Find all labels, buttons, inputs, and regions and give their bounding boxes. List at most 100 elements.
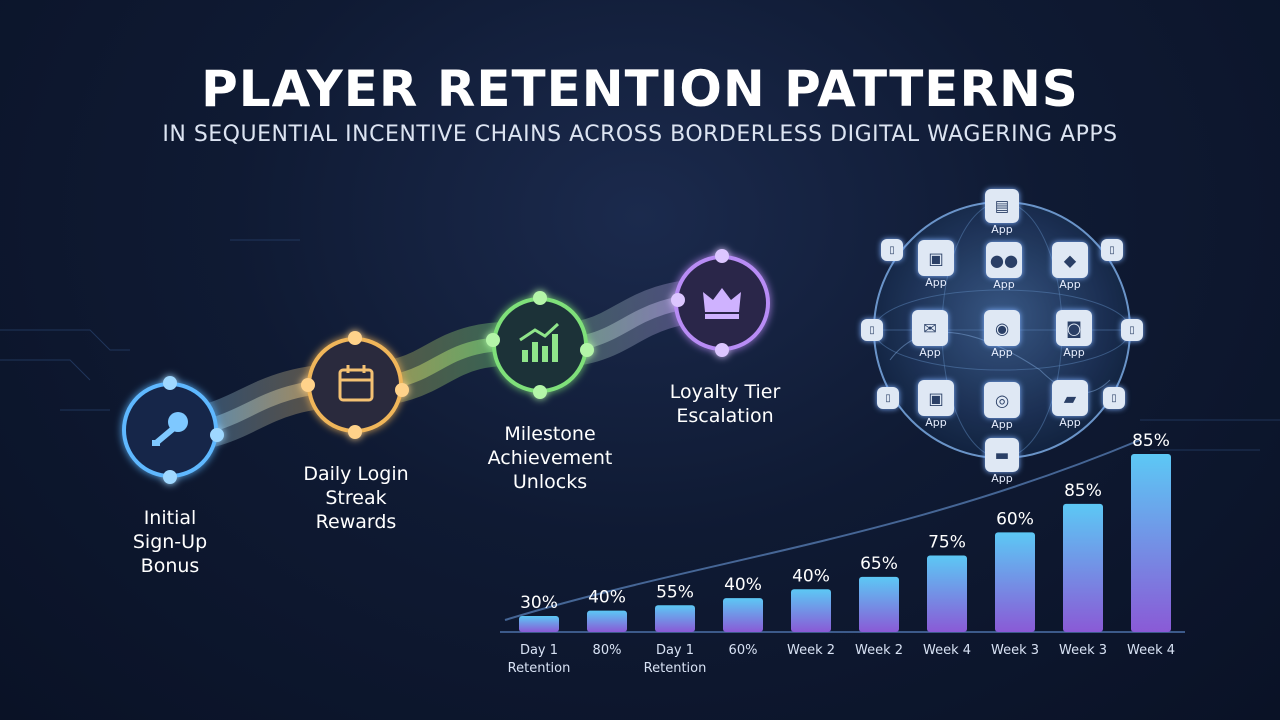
step-node-daily-login: [301, 331, 409, 439]
circuit-lines: [0, 239, 1280, 451]
bank-icon: ▬: [994, 446, 1010, 464]
app-tile: ◉: [984, 310, 1020, 346]
bar: [723, 598, 763, 632]
step-label-line: Unlocks: [512, 471, 588, 493]
calendar-icon: [338, 365, 374, 402]
tablet-icon: ▯: [1129, 324, 1135, 336]
tablet-icon: ▯: [1109, 244, 1115, 256]
bar: [587, 610, 627, 632]
bar: [791, 589, 831, 632]
bar-data-label: 65%: [860, 554, 898, 574]
x-tick-label: Day 1: [656, 643, 694, 658]
bar-data-label: 40%: [792, 566, 830, 586]
app-tile-label: App: [925, 276, 947, 289]
app-tile: ▯: [861, 319, 883, 341]
users-icon: ●●: [989, 250, 1019, 270]
tablet-icon: ▯: [1111, 392, 1117, 404]
bar-data-label: 60%: [996, 509, 1034, 529]
folder-icon: ▰: [1063, 388, 1077, 408]
bar: [927, 555, 967, 632]
app-tile: ▯: [881, 239, 903, 261]
app-tile: ◙: [1056, 310, 1092, 346]
step-label-daily-login: Daily Login Streak Rewards: [286, 462, 426, 534]
step-label-line: Daily Login: [303, 463, 409, 485]
x-tick-label: Week 4: [1127, 643, 1175, 658]
step-label-line: Loyalty Tier: [669, 381, 781, 403]
step-label-loyalty: Loyalty Tier Escalation: [650, 380, 800, 428]
app-tile: ▣: [918, 380, 954, 416]
step-label-line: Bonus: [140, 555, 200, 577]
bar: [519, 615, 559, 632]
x-tick-label: Retention: [644, 661, 707, 676]
bar-data-label: 85%: [1132, 431, 1170, 451]
bar-data-label: 40%: [588, 588, 626, 608]
app-tile-label: App: [993, 278, 1015, 291]
app-tile-label: App: [925, 416, 947, 429]
bar: [995, 532, 1035, 632]
step-label-line: Streak: [325, 487, 387, 509]
x-tick-label: Retention: [508, 661, 571, 676]
app-tile: ◎: [984, 382, 1020, 418]
crown-icon: [703, 288, 741, 319]
app-tile: ▯: [1103, 387, 1125, 409]
app-tile: ▰: [1052, 380, 1088, 416]
bar-data-label: 75%: [928, 532, 966, 552]
growth-chart-icon: [519, 322, 560, 362]
step-label-milestone: Milestone Achievement Unlocks: [460, 422, 640, 494]
bar: [655, 605, 695, 632]
app-tile: ▯: [1121, 319, 1143, 341]
app-tile: ▣: [918, 240, 954, 276]
bar-data-label: 40%: [724, 575, 762, 595]
x-tick-label: Week 3: [1059, 643, 1107, 658]
app-tile: ▬: [985, 438, 1019, 472]
chat-icon: ◆: [1063, 250, 1077, 270]
id-card-icon: ▣: [928, 388, 944, 408]
tablet-icon: ▯: [889, 244, 895, 256]
bar-data-label: 30%: [520, 593, 558, 613]
bar: [1131, 454, 1171, 632]
bar: [859, 576, 899, 632]
app-tile-label: App: [991, 346, 1013, 359]
compass-icon: ◎: [994, 390, 1010, 410]
app-tile: ▯: [1101, 239, 1123, 261]
step-node-milestone: [486, 291, 594, 399]
key-icon: [152, 412, 188, 446]
app-tile: ▯: [877, 387, 899, 409]
bar-data-label: 55%: [656, 582, 694, 602]
step-label-line: Sign-Up: [132, 531, 208, 553]
tablet-icon: ▯: [869, 324, 875, 336]
x-tick-label: 80%: [593, 643, 622, 658]
app-tile-label: App: [1063, 346, 1085, 359]
page-subtitle: IN SEQUENTIAL INCENTIVE CHAINS ACROSS BO…: [162, 122, 1118, 147]
app-tile-label: App: [1059, 278, 1081, 291]
profile-icon: ◉: [994, 318, 1010, 338]
x-tick-label: 60%: [729, 643, 758, 658]
x-tick-label: Week 2: [787, 643, 835, 658]
app-tile: ●●: [986, 242, 1022, 278]
x-tick-label: Week 4: [923, 643, 971, 658]
x-tick-label: Week 3: [991, 643, 1039, 658]
step-label-line: Escalation: [676, 405, 774, 427]
id-card-icon: ▣: [928, 248, 944, 268]
camera-icon: ◙: [1066, 318, 1082, 338]
step-label-line: Rewards: [315, 511, 397, 533]
app-tile: ▤: [985, 189, 1019, 223]
app-tile: ✉: [912, 310, 948, 346]
step-label-line: Initial: [143, 507, 197, 529]
app-tile-label: App: [919, 346, 941, 359]
page-title: PLAYER RETENTION PATTERNS: [201, 60, 1079, 118]
tablet-icon: ▯: [885, 392, 891, 404]
store-icon: ▤: [994, 197, 1010, 215]
app-tile-label: App: [1059, 416, 1081, 429]
step-label-line: Achievement: [487, 447, 613, 469]
x-tick-label: Day 1: [520, 643, 558, 658]
app-tile-label: App: [991, 418, 1013, 431]
bar-data-label: 85%: [1064, 481, 1102, 501]
retention-bar-chart: 30% Day 1 Retention 40% 80% 55% Day 1 Retention…: [508, 431, 1175, 676]
mail-icon: ✉: [923, 318, 937, 338]
app-tile-label: App: [991, 223, 1013, 236]
step-label-signup: Initial Sign-Up Bonus: [100, 506, 240, 578]
app-tile-label: App: [991, 472, 1013, 485]
bar: [1063, 503, 1103, 632]
app-tile: ◆: [1052, 242, 1088, 278]
